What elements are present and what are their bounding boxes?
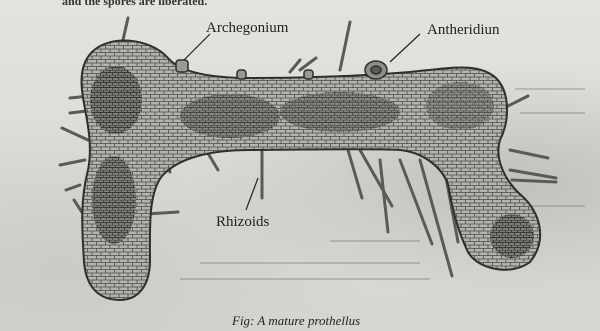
rhizoid (290, 60, 300, 72)
archegonium (176, 60, 188, 72)
rhizoid (512, 180, 556, 182)
label-antheridium: Antheridiun (427, 22, 500, 39)
leader-line-rhizoids (246, 178, 258, 210)
dense-tissue (90, 66, 142, 134)
rhizoid (400, 160, 432, 244)
dense-tissue (92, 156, 136, 244)
rhizoid (348, 150, 362, 198)
antheridium (365, 61, 387, 79)
archegonium (304, 70, 313, 79)
figure-caption: Fig: A mature prothellus (232, 313, 360, 329)
label-rhizoids: Rhizoids (216, 214, 269, 231)
dense-tissue (490, 214, 534, 258)
rhizoid (510, 170, 556, 178)
rhizoid (66, 185, 80, 190)
rhizoid (510, 150, 548, 158)
label-archegonium: Archegonium (206, 20, 288, 37)
rhizoid (60, 160, 85, 165)
rhizoid (62, 128, 88, 140)
leader-line-archegonium (184, 34, 210, 60)
dense-tissue (180, 94, 280, 138)
rhizoid (360, 150, 392, 206)
dense-tissue (280, 92, 400, 132)
dense-tissue (426, 82, 494, 130)
rhizoid (340, 22, 350, 70)
rhizoid (300, 58, 316, 70)
leader-line-antheridium (390, 34, 420, 62)
archegonium (237, 70, 246, 79)
